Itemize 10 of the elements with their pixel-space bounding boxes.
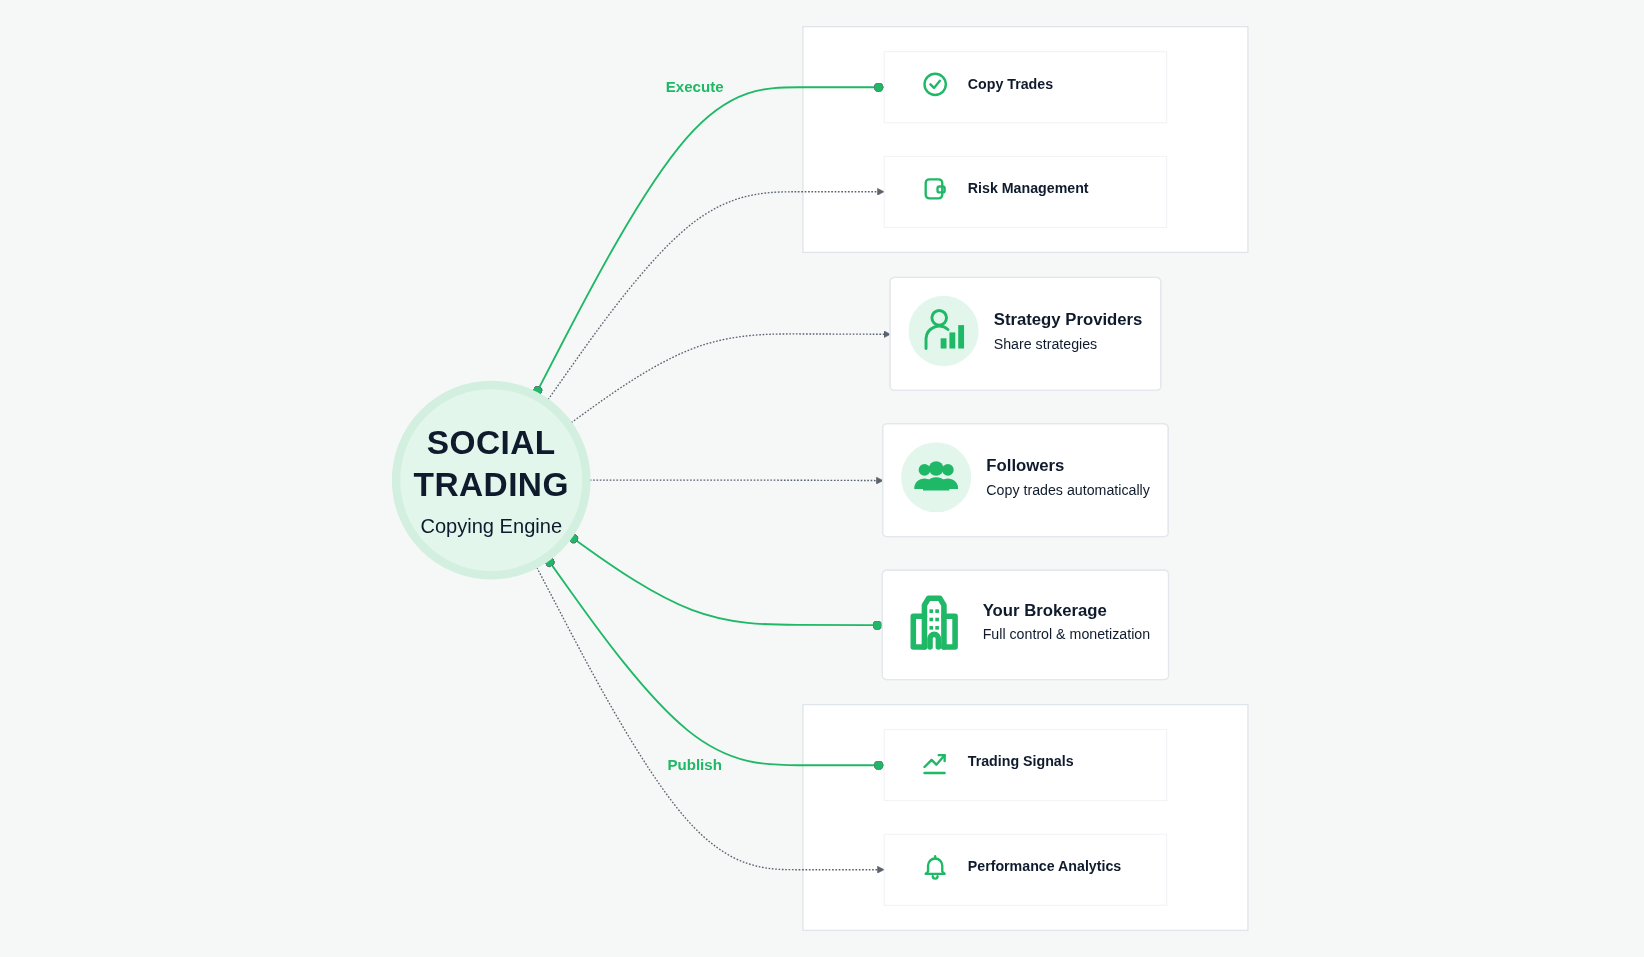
- node-box: Copy Trades: [883, 51, 1168, 124]
- edge-label: Publish: [667, 756, 722, 774]
- cluster: [802, 704, 1249, 931]
- connector: [544, 556, 886, 771]
- node-box: Trading Signals: [883, 729, 1168, 802]
- node-box: Performance Analytics: [883, 833, 1168, 906]
- edge-label: Execute: [665, 78, 724, 96]
- node-box: Risk Management: [883, 155, 1168, 228]
- cluster: [802, 26, 1249, 253]
- node-circle: SOCIAL TRADING Copying Engine: [391, 380, 591, 580]
